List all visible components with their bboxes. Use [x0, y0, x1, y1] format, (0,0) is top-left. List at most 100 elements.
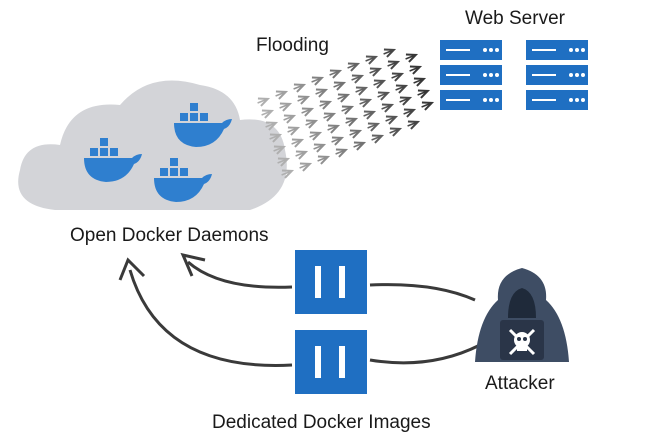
flood-arrow-shaft	[297, 96, 308, 102]
flood-arrow-shaft	[283, 115, 294, 121]
flood-arrow-shaft	[389, 128, 400, 134]
flood-arrow-shaft	[399, 97, 410, 103]
flood-arrow-icon	[395, 84, 409, 94]
flood-arrow-shaft	[323, 113, 334, 119]
flood-arrow-shaft	[359, 99, 370, 105]
flood-arrow-shaft	[381, 104, 392, 110]
docker-image-icon	[295, 330, 367, 394]
open-docker-daemons-label: Open Docker Daemons	[70, 225, 269, 246]
flood-arrow-shaft	[261, 110, 272, 116]
flood-arrow-shaft	[301, 108, 312, 114]
flood-arrow-icon	[387, 60, 401, 70]
flood-arrow-icon	[345, 117, 359, 127]
flood-arrow-icon	[315, 88, 329, 98]
flood-arrow-icon	[383, 48, 397, 58]
flood-arrow-icon	[261, 109, 275, 119]
flood-arrow-shaft	[413, 78, 424, 84]
flood-arrow-shaft	[273, 146, 284, 152]
attacker-label: Attacker	[485, 373, 555, 394]
flood-arrow-shaft	[287, 127, 298, 133]
flood-arrow-shaft	[311, 77, 322, 83]
flood-arrow-icon	[399, 96, 413, 106]
flood-arrow-shaft	[315, 89, 326, 95]
flood-arrow-shaft	[353, 142, 364, 148]
flood-arrow-icon	[403, 108, 417, 118]
flood-arrow-icon	[317, 155, 331, 165]
flood-arrow-shaft	[421, 102, 432, 108]
flood-arrow-icon	[287, 126, 301, 136]
flood-arrow-icon	[269, 133, 283, 143]
flood-arrow-icon	[421, 101, 435, 111]
flood-arrow-icon	[373, 79, 387, 89]
flood-arrow-icon	[313, 143, 327, 153]
flood-arrow-shaft	[371, 135, 382, 141]
flood-arrow-icon	[353, 141, 367, 151]
flood-arrow-shaft	[349, 130, 360, 136]
flood-arrow-shaft	[313, 144, 324, 150]
flood-arrow-shaft	[395, 85, 406, 91]
flood-arrow-shaft	[275, 91, 286, 97]
flood-arrow-shaft	[405, 54, 416, 60]
flood-arrow-shaft	[391, 73, 402, 79]
flood-arrow-shaft	[337, 94, 348, 100]
flood-arrow-icon	[391, 72, 405, 82]
flood-arrow-shaft	[367, 123, 378, 129]
flood-arrow-shaft	[281, 170, 292, 176]
docker-image-icon	[295, 250, 367, 314]
flood-arrow-icon	[331, 136, 345, 146]
flood-arrow-icon	[301, 107, 315, 117]
server-rack-icon	[439, 39, 503, 111]
flood-arrow-icon	[273, 145, 287, 155]
flood-arrow-icon	[417, 89, 431, 99]
flood-arrow-shaft	[293, 84, 304, 90]
flood-arrow-icon	[359, 98, 373, 108]
flood-arrow-shaft	[305, 120, 316, 126]
dedicated-docker-images-label: Dedicated Docker Images	[212, 412, 431, 433]
web-server-label: Web Server	[465, 8, 565, 29]
flood-arrow-icon	[319, 100, 333, 110]
flood-arrow-shaft	[309, 132, 320, 138]
flood-arrow-icon	[329, 69, 343, 79]
flood-arrow-icon	[389, 127, 403, 137]
flood-arrow-icon	[407, 120, 421, 130]
flood-arrow-shaft	[269, 134, 280, 140]
flooding-label: Flooding	[256, 35, 329, 56]
flood-arrow-icon	[351, 74, 365, 84]
flood-arrow-shaft	[373, 80, 384, 86]
flood-arrow-shaft	[333, 82, 344, 88]
flood-arrow-icon	[311, 76, 325, 86]
flood-arrow-shaft	[365, 56, 376, 62]
flood-arrow-icon	[333, 81, 347, 91]
flood-arrow-shaft	[385, 116, 396, 122]
flood-arrow-shaft	[407, 121, 418, 127]
flood-arrow-icon	[277, 157, 291, 167]
flood-arrow-shaft	[347, 63, 358, 69]
flood-arrow-icon	[283, 114, 297, 124]
flood-arrow-icon	[297, 95, 311, 105]
flood-arrow-shaft	[329, 70, 340, 76]
flood-arrow-icon	[381, 103, 395, 113]
flood-arrow-shaft	[341, 106, 352, 112]
attack-path-upper	[180, 252, 476, 302]
flood-arrow-icon	[355, 86, 369, 96]
flood-arrow-shaft	[403, 109, 414, 115]
flood-arrow-icon	[409, 65, 423, 75]
cloud-icon	[18, 80, 287, 210]
flood-arrow-shaft	[377, 92, 388, 98]
flood-arrow-icon	[323, 112, 337, 122]
flood-arrow-icon	[337, 93, 351, 103]
flood-arrow-icon	[291, 138, 305, 148]
flood-arrow-icon	[335, 148, 349, 158]
flood-arrow-icon	[295, 150, 309, 160]
flood-arrow-shaft	[345, 118, 356, 124]
flood-arrow-shaft	[299, 163, 310, 169]
flood-arrow-shaft	[363, 111, 374, 117]
flood-arrow-icon	[371, 134, 385, 144]
flood-arrow-icon	[281, 169, 295, 179]
flood-arrow-icon	[305, 119, 319, 129]
flood-arrow-icon	[349, 129, 363, 139]
flood-arrow-shaft	[351, 75, 362, 81]
flood-arrow-icon	[347, 62, 361, 72]
flood-arrow-shaft	[265, 122, 276, 128]
